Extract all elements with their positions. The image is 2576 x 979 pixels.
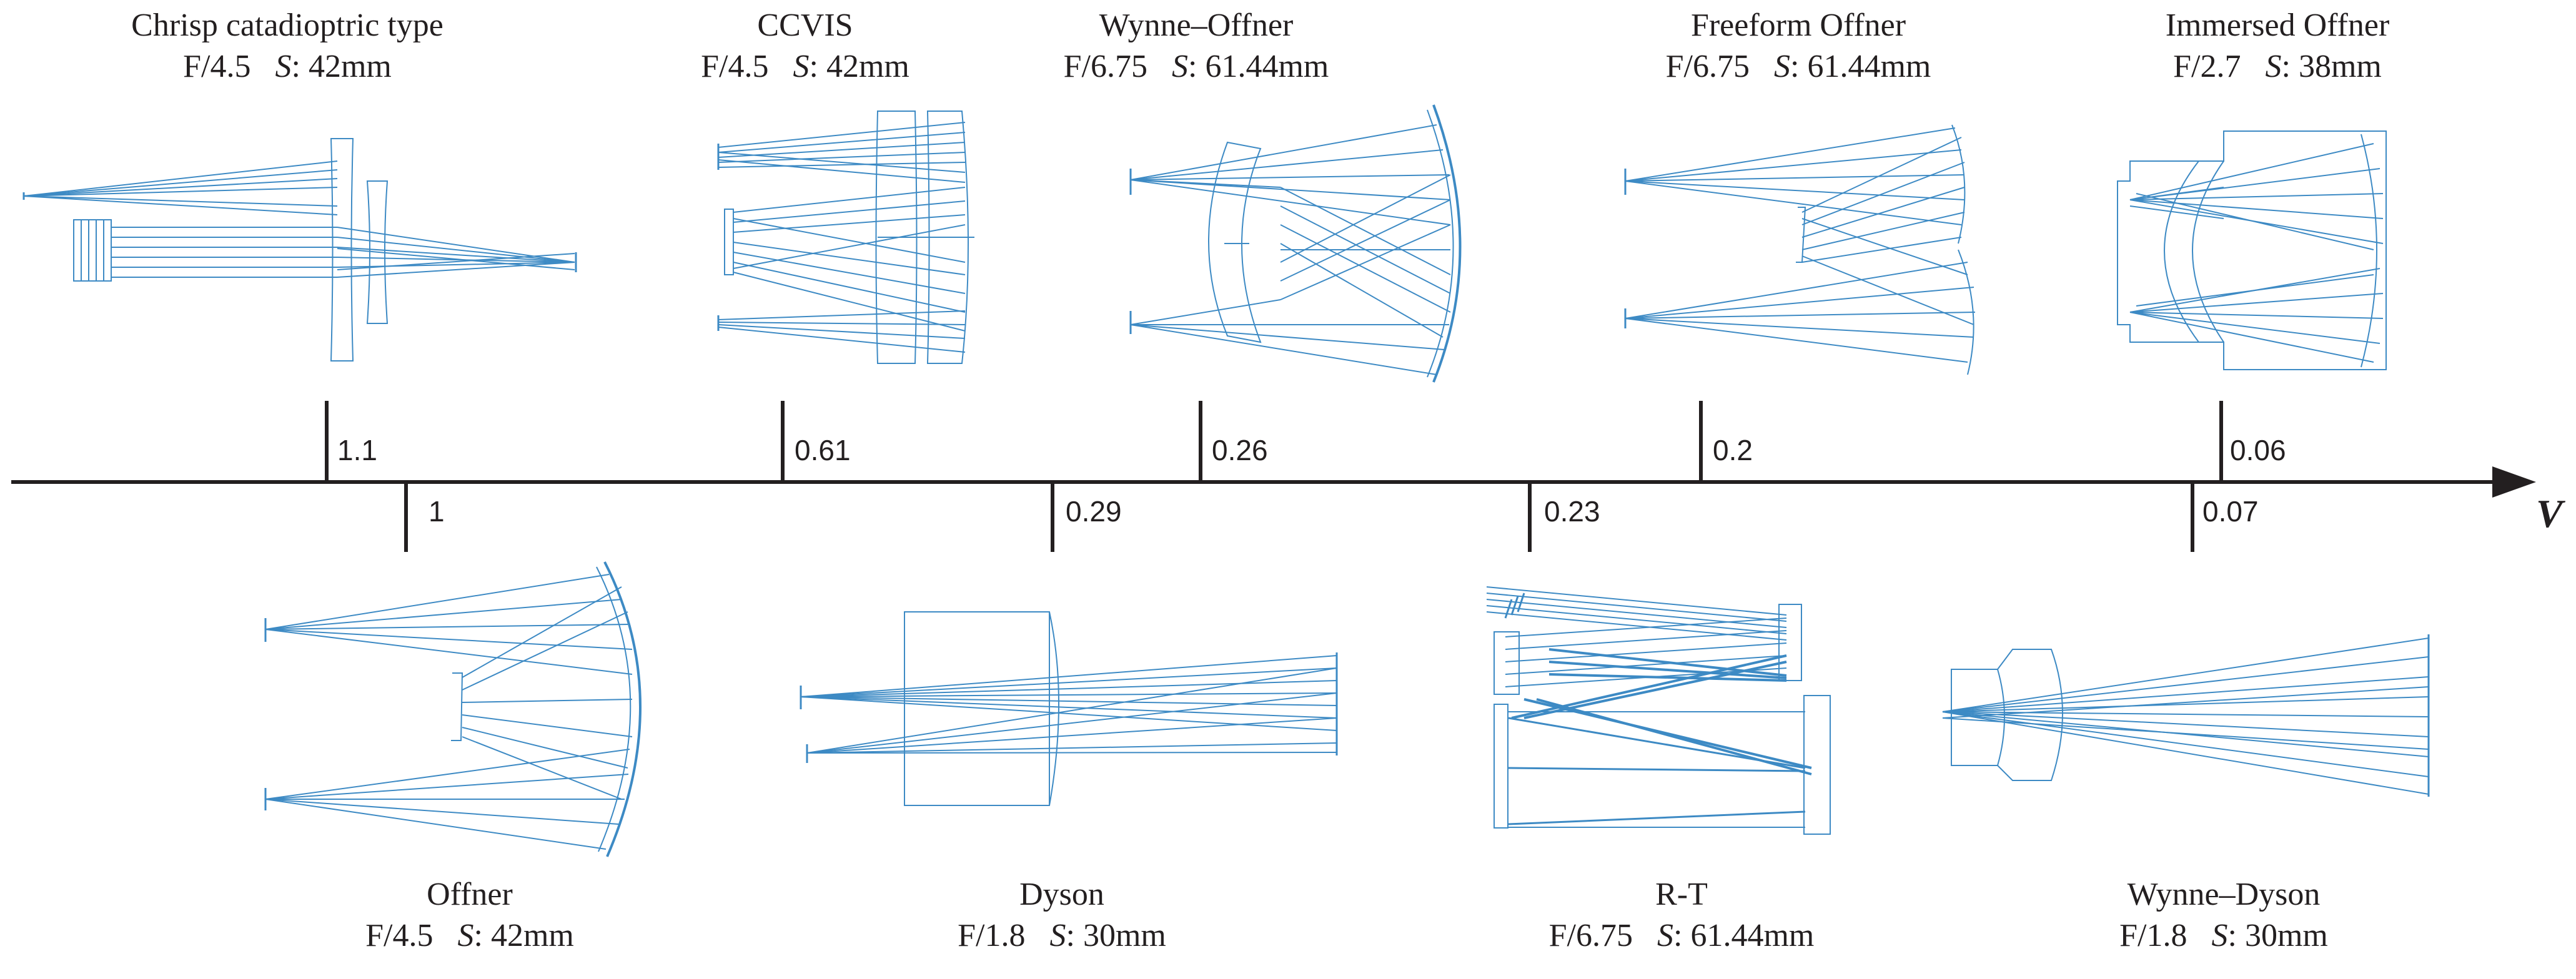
system-spec: F/4.5 S: 42mm	[701, 49, 909, 84]
tick-value-r-t: 0.23	[1544, 495, 1600, 528]
system-name: Freeform Offner	[1690, 7, 1906, 43]
system-name: Wynne–Offner	[1099, 7, 1294, 43]
system-spec: F/6.75 S: 61.44mm	[1548, 918, 1815, 953]
tick-value-ccvis: 0.61	[795, 434, 851, 466]
v-axis-arrow-icon	[2492, 466, 2536, 498]
chrisp-system-drawing	[22, 138, 577, 362]
system-spec: F/4.5 S: 42mm	[365, 918, 574, 953]
tick-value-dyson: 0.29	[1066, 495, 1122, 528]
r-t-system-drawing	[1486, 586, 1831, 835]
label-r-t: R-T F/6.75 S: 61.44mm	[1432, 874, 1931, 957]
tick-value-offner: 1	[429, 495, 445, 528]
label-dyson: Dyson F/1.8 S: 30mm	[812, 874, 1312, 957]
system-spec: F/2.7 S: 38mm	[2173, 49, 2382, 84]
system-name: Offner	[427, 877, 513, 912]
system-name: CCVIS	[757, 7, 853, 43]
wynne-offner-system-drawing	[1129, 104, 1462, 383]
system-name: Wynne–Dyson	[2127, 877, 2321, 912]
system-spec: F/6.75 S: 61.44mm	[1665, 49, 1931, 84]
system-name: R-T	[1655, 877, 1708, 912]
system-spec: F/1.8 S: 30mm	[958, 918, 1166, 953]
label-offner: Offner F/4.5 S: 42mm	[220, 874, 720, 957]
axis-variable-label: V	[2536, 491, 2563, 536]
label-chrisp: Chrisp catadioptric type F/4.5 S: 42mm	[37, 5, 537, 87]
freeform-offner-system-drawing	[1624, 124, 1976, 375]
tick-value-chrisp: 1.1	[337, 434, 377, 466]
system-name: Immersed Offner	[2165, 7, 2390, 43]
offner-system-drawing	[264, 561, 642, 857]
system-name: Dyson	[1019, 877, 1104, 912]
wynne-dyson-system-drawing	[1942, 634, 2430, 797]
tick-value-immersed-offner: 0.06	[2230, 434, 2286, 466]
tick-value-wynne-dyson: 0.07	[2202, 495, 2259, 528]
immersed-offner-system-drawing	[2117, 130, 2387, 370]
tick-value-wynne-offner: 0.26	[1212, 434, 1268, 466]
label-immersed-offner: Immersed Offner F/2.7 S: 38mm	[2028, 5, 2527, 87]
label-ccvis: CCVIS F/4.5 S: 42mm	[555, 5, 1055, 87]
ccvis-system-drawing	[717, 111, 974, 364]
system-spec: F/6.75 S: 61.44mm	[1063, 49, 1329, 84]
label-wynne-dyson: Wynne–Dyson F/1.8 S: 30mm	[1974, 874, 2474, 957]
system-spec: F/4.5 S: 42mm	[183, 49, 392, 84]
system-spec: F/1.8 S: 30mm	[2119, 918, 2328, 953]
label-wynne-offner: Wynne–Offner F/6.75 S: 61.44mm	[946, 5, 1446, 87]
tick-value-freeform-offner: 0.2	[1713, 434, 1753, 466]
dyson-system-drawing	[800, 611, 1338, 806]
label-freeform-offner: Freeform Offner F/6.75 S: 61.44mm	[1548, 5, 2048, 87]
system-name: Chrisp catadioptric type	[131, 7, 443, 43]
